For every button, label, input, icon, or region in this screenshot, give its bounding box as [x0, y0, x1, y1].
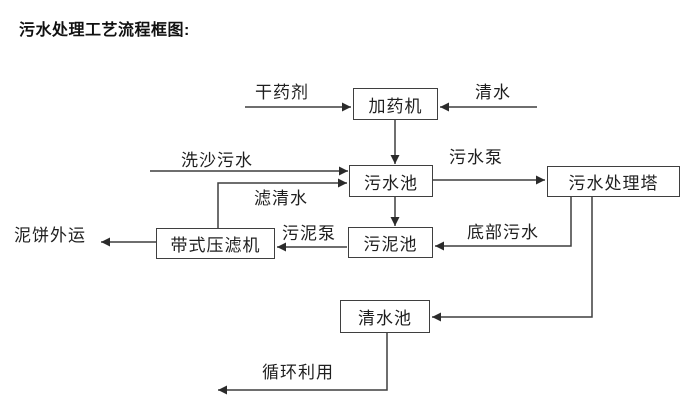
node-treatment-tower: 污水处理塔 — [547, 166, 680, 197]
edge-label-bottom-sewage: 底部污水 — [467, 223, 539, 242]
edge-label-filtered-water: 滤清水 — [254, 189, 308, 208]
edge-label-clean-water: 清水 — [475, 83, 511, 102]
node-clean-water-pool: 清水池 — [340, 300, 430, 333]
edge-label-sewage-pump: 污水泵 — [449, 148, 503, 167]
node-belt-filter-press: 带式压滤机 — [156, 228, 275, 259]
edge-label-recycle: 循环利用 — [262, 363, 334, 382]
edge-label-mud-cake-out: 泥饼外运 — [14, 226, 86, 245]
edge-label-dry-agent: 干药剂 — [255, 83, 309, 102]
edge-label-sludge-pump: 污泥泵 — [282, 224, 336, 243]
page-title: 污水处理工艺流程框图: — [19, 22, 190, 39]
edge-label-sand-washing-sewage: 洗沙污水 — [181, 151, 253, 170]
node-dosing-machine: 加药机 — [353, 88, 438, 120]
node-sludge-pool: 污泥池 — [348, 227, 433, 258]
node-sewage-pool: 污水池 — [349, 165, 433, 197]
